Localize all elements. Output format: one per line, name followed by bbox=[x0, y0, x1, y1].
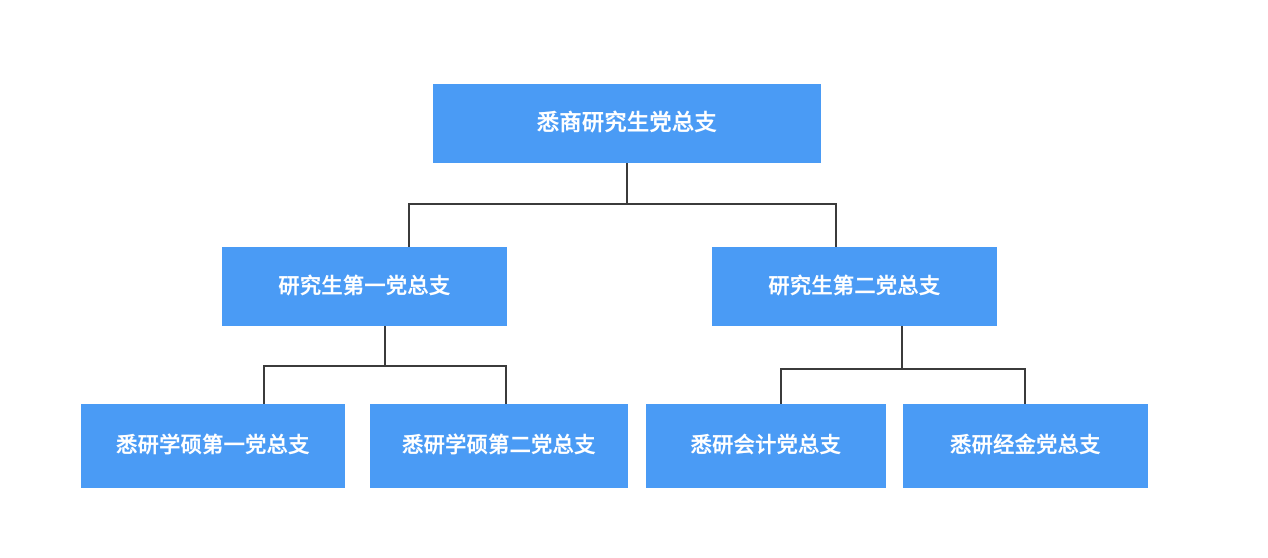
org-node-b2[interactable]: 研究生第二党总支 bbox=[712, 247, 997, 326]
org-node-c2[interactable]: 悉研学硕第二党总支 bbox=[370, 404, 628, 488]
connector-b1-bar bbox=[263, 365, 507, 367]
org-node-label: 研究生第一党总支 bbox=[278, 274, 451, 298]
connector-c4-drop bbox=[1024, 368, 1026, 405]
org-node-c1[interactable]: 悉研学硕第一党总支 bbox=[81, 404, 345, 488]
org-node-label: 悉商研究生党总支 bbox=[536, 110, 717, 136]
org-node-root[interactable]: 悉商研究生党总支 bbox=[433, 84, 821, 163]
org-node-b1[interactable]: 研究生第一党总支 bbox=[222, 247, 507, 326]
org-node-label: 悉研学硕第一党总支 bbox=[116, 434, 310, 458]
connector-c2-drop bbox=[505, 365, 507, 405]
org-node-label: 悉研经金党总支 bbox=[950, 434, 1101, 458]
org-node-c3[interactable]: 悉研会计党总支 bbox=[646, 404, 886, 488]
connector-c3-drop bbox=[780, 368, 782, 405]
connector-b2-stem bbox=[901, 326, 903, 369]
connector-b1-stem bbox=[384, 326, 386, 366]
org-node-c4[interactable]: 悉研经金党总支 bbox=[903, 404, 1148, 488]
org-node-label: 悉研学硕第二党总支 bbox=[402, 434, 596, 458]
org-node-label: 研究生第二党总支 bbox=[768, 274, 941, 298]
org-node-label: 悉研会计党总支 bbox=[690, 434, 842, 458]
connector-b2-bar bbox=[780, 368, 1026, 370]
connector-b1-drop bbox=[408, 203, 410, 248]
connector-c1-drop bbox=[263, 365, 265, 405]
connector-b2-drop bbox=[835, 203, 837, 248]
connector-root-stem bbox=[626, 163, 628, 204]
connector-root-bar bbox=[408, 203, 837, 205]
